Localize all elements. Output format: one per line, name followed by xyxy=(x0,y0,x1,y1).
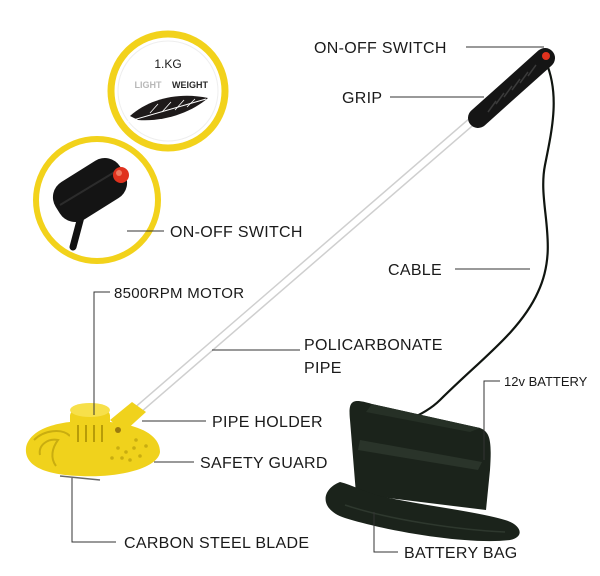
switch-closeup xyxy=(52,158,129,251)
label-motor: 8500RPM MOTOR xyxy=(114,285,244,302)
lead-battery xyxy=(483,380,500,460)
badge-weight: 1.KG xyxy=(154,57,181,71)
label-pipe-line1: POLICARBONATE xyxy=(304,337,443,354)
carbon-steel-blade xyxy=(59,475,101,481)
label-inset-switch: ON-OFF SWITCH xyxy=(170,224,303,241)
weight-badge: 1.KG LIGHT WEIGHT xyxy=(107,30,229,152)
label-battery-bag: BATTERY BAG xyxy=(404,545,518,562)
lead-carbon-blade xyxy=(71,478,116,543)
cable xyxy=(351,61,555,438)
badge-light: LIGHT xyxy=(135,80,162,90)
badge-weight-word: WEIGHT xyxy=(172,80,208,90)
label-cable: CABLE xyxy=(388,262,442,279)
top-switch xyxy=(542,52,550,60)
lead-motor xyxy=(93,291,110,415)
feather-icon xyxy=(125,95,208,123)
label-grip: GRIP xyxy=(342,90,382,107)
label-safety-guard: SAFETY GUARD xyxy=(200,455,328,472)
motor-housing xyxy=(70,410,110,452)
trimmer-head xyxy=(25,402,160,481)
grip xyxy=(468,48,555,128)
lead-battery-bag xyxy=(373,512,398,553)
label-pipe-line2: PIPE xyxy=(304,360,342,377)
battery-bag xyxy=(325,401,520,542)
switch-inset xyxy=(33,136,161,264)
pipe-holder xyxy=(110,402,146,432)
label-battery: 12v BATTERY xyxy=(504,374,588,389)
guard-holes xyxy=(110,438,148,462)
policarbonate-pipe xyxy=(135,111,483,413)
label-pipe-holder: PIPE HOLDER xyxy=(212,414,323,431)
label-switch-top: ON-OFF SWITCH xyxy=(314,40,447,57)
label-carbon-blade: CARBON STEEL BLADE xyxy=(124,535,309,552)
